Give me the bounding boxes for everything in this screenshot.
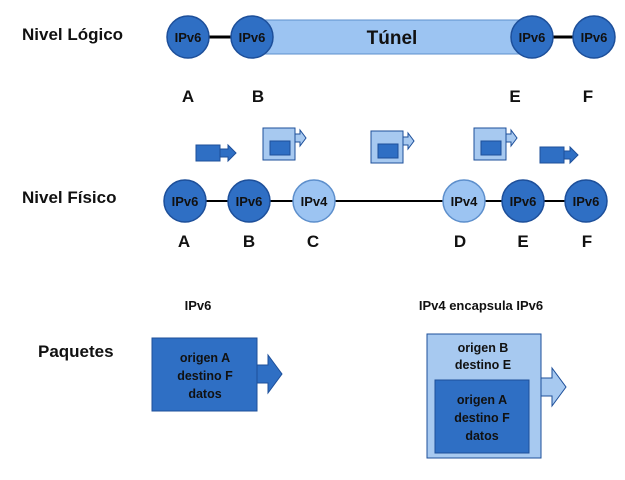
ipv6-packet-title: IPv6	[185, 298, 212, 313]
logical-letter-b: B	[252, 87, 264, 106]
logical-node-e: IPv6	[510, 15, 554, 59]
ipv6-packet: origen A destino F datos	[151, 337, 283, 412]
physical-node-b-circle	[227, 179, 271, 223]
physical-node-f: IPv6	[564, 179, 608, 223]
logical-node-f: IPv6	[572, 15, 616, 59]
ipv6-packet-line-2: destino F	[177, 369, 233, 383]
small-ipv6-packet-icon	[195, 143, 237, 163]
ipv6-packet-line-1: origen A	[180, 351, 230, 365]
physical-level-label: Nivel Físico	[22, 188, 116, 207]
logical-letter-a: A	[182, 87, 194, 106]
physical-node-e-circle	[501, 179, 545, 223]
logical-node-f-text: IPv6	[581, 30, 608, 45]
ipv4-outer-line-2: destino E	[455, 358, 511, 372]
physical-node-a-circle	[163, 179, 207, 223]
physical-node-a: IPv6	[163, 179, 207, 223]
physical-node-c-circle	[292, 179, 336, 223]
small-ipv6-packet-icon	[539, 145, 579, 165]
physical-node-c: IPv4	[292, 179, 336, 223]
physical-node-d-circle	[442, 179, 486, 223]
physical-node-d-text: IPv4	[451, 194, 479, 209]
ipv6-packet-line-3: datos	[188, 387, 221, 401]
ipv6-packet-box	[151, 337, 258, 412]
ipv6-inner-line-3: datos	[465, 429, 498, 443]
ipv6-inner-line-2: destino F	[454, 411, 510, 425]
logical-node-e-text: IPv6	[519, 30, 546, 45]
logical-node-b: IPv6	[230, 15, 274, 59]
physical-node-e: IPv6	[501, 179, 545, 223]
physical-letter-c: C	[307, 232, 319, 251]
physical-letter-d: D	[454, 232, 466, 251]
physical-node-f-circle	[564, 179, 608, 223]
logical-node-a: IPv6	[166, 15, 210, 59]
logical-level-label: Nivel Lógico	[22, 25, 123, 44]
tunnel-label: Túnel	[367, 28, 418, 49]
physical-node-d: IPv4	[442, 179, 486, 223]
packets-label: Paquetes	[38, 342, 114, 361]
encapsulated-packet-icon	[262, 127, 307, 161]
ipv6-inner-line-1: origen A	[457, 393, 507, 407]
physical-node-c-text: IPv4	[301, 194, 329, 209]
logical-node-e-circle	[510, 15, 554, 59]
encapsulated-packet-arrow-icon	[540, 366, 567, 408]
ipv6-inner-box	[434, 379, 530, 454]
physical-letter-e: E	[517, 232, 528, 251]
physical-node-b-text: IPv6	[236, 194, 263, 209]
logical-node-f-circle	[572, 15, 616, 59]
physical-letter-f: F	[582, 232, 592, 251]
physical-node-f-text: IPv6	[573, 194, 600, 209]
encapsulated-packet: origen B destino E origen A destino F da…	[426, 333, 567, 459]
encapsulated-packet-icon	[370, 130, 415, 164]
physical-node-a-text: IPv6	[172, 194, 199, 209]
logical-letter-f: F	[583, 87, 593, 106]
logical-node-b-text: IPv6	[239, 30, 266, 45]
logical-node-a-text: IPv6	[175, 30, 202, 45]
physical-letter-a: A	[178, 232, 190, 251]
encapsulated-packet-icon	[473, 127, 518, 161]
physical-node-b: IPv6	[227, 179, 271, 223]
logical-node-a-circle	[166, 15, 210, 59]
encapsulated-packet-title: IPv4 encapsula IPv6	[419, 298, 543, 313]
logical-letter-e: E	[509, 87, 520, 106]
ipv6-packet-arrow-icon	[256, 353, 283, 395]
ipv4-outer-line-1: origen B	[458, 341, 509, 355]
logical-node-b-circle	[230, 15, 274, 59]
physical-letter-b: B	[243, 232, 255, 251]
physical-node-e-text: IPv6	[510, 194, 537, 209]
